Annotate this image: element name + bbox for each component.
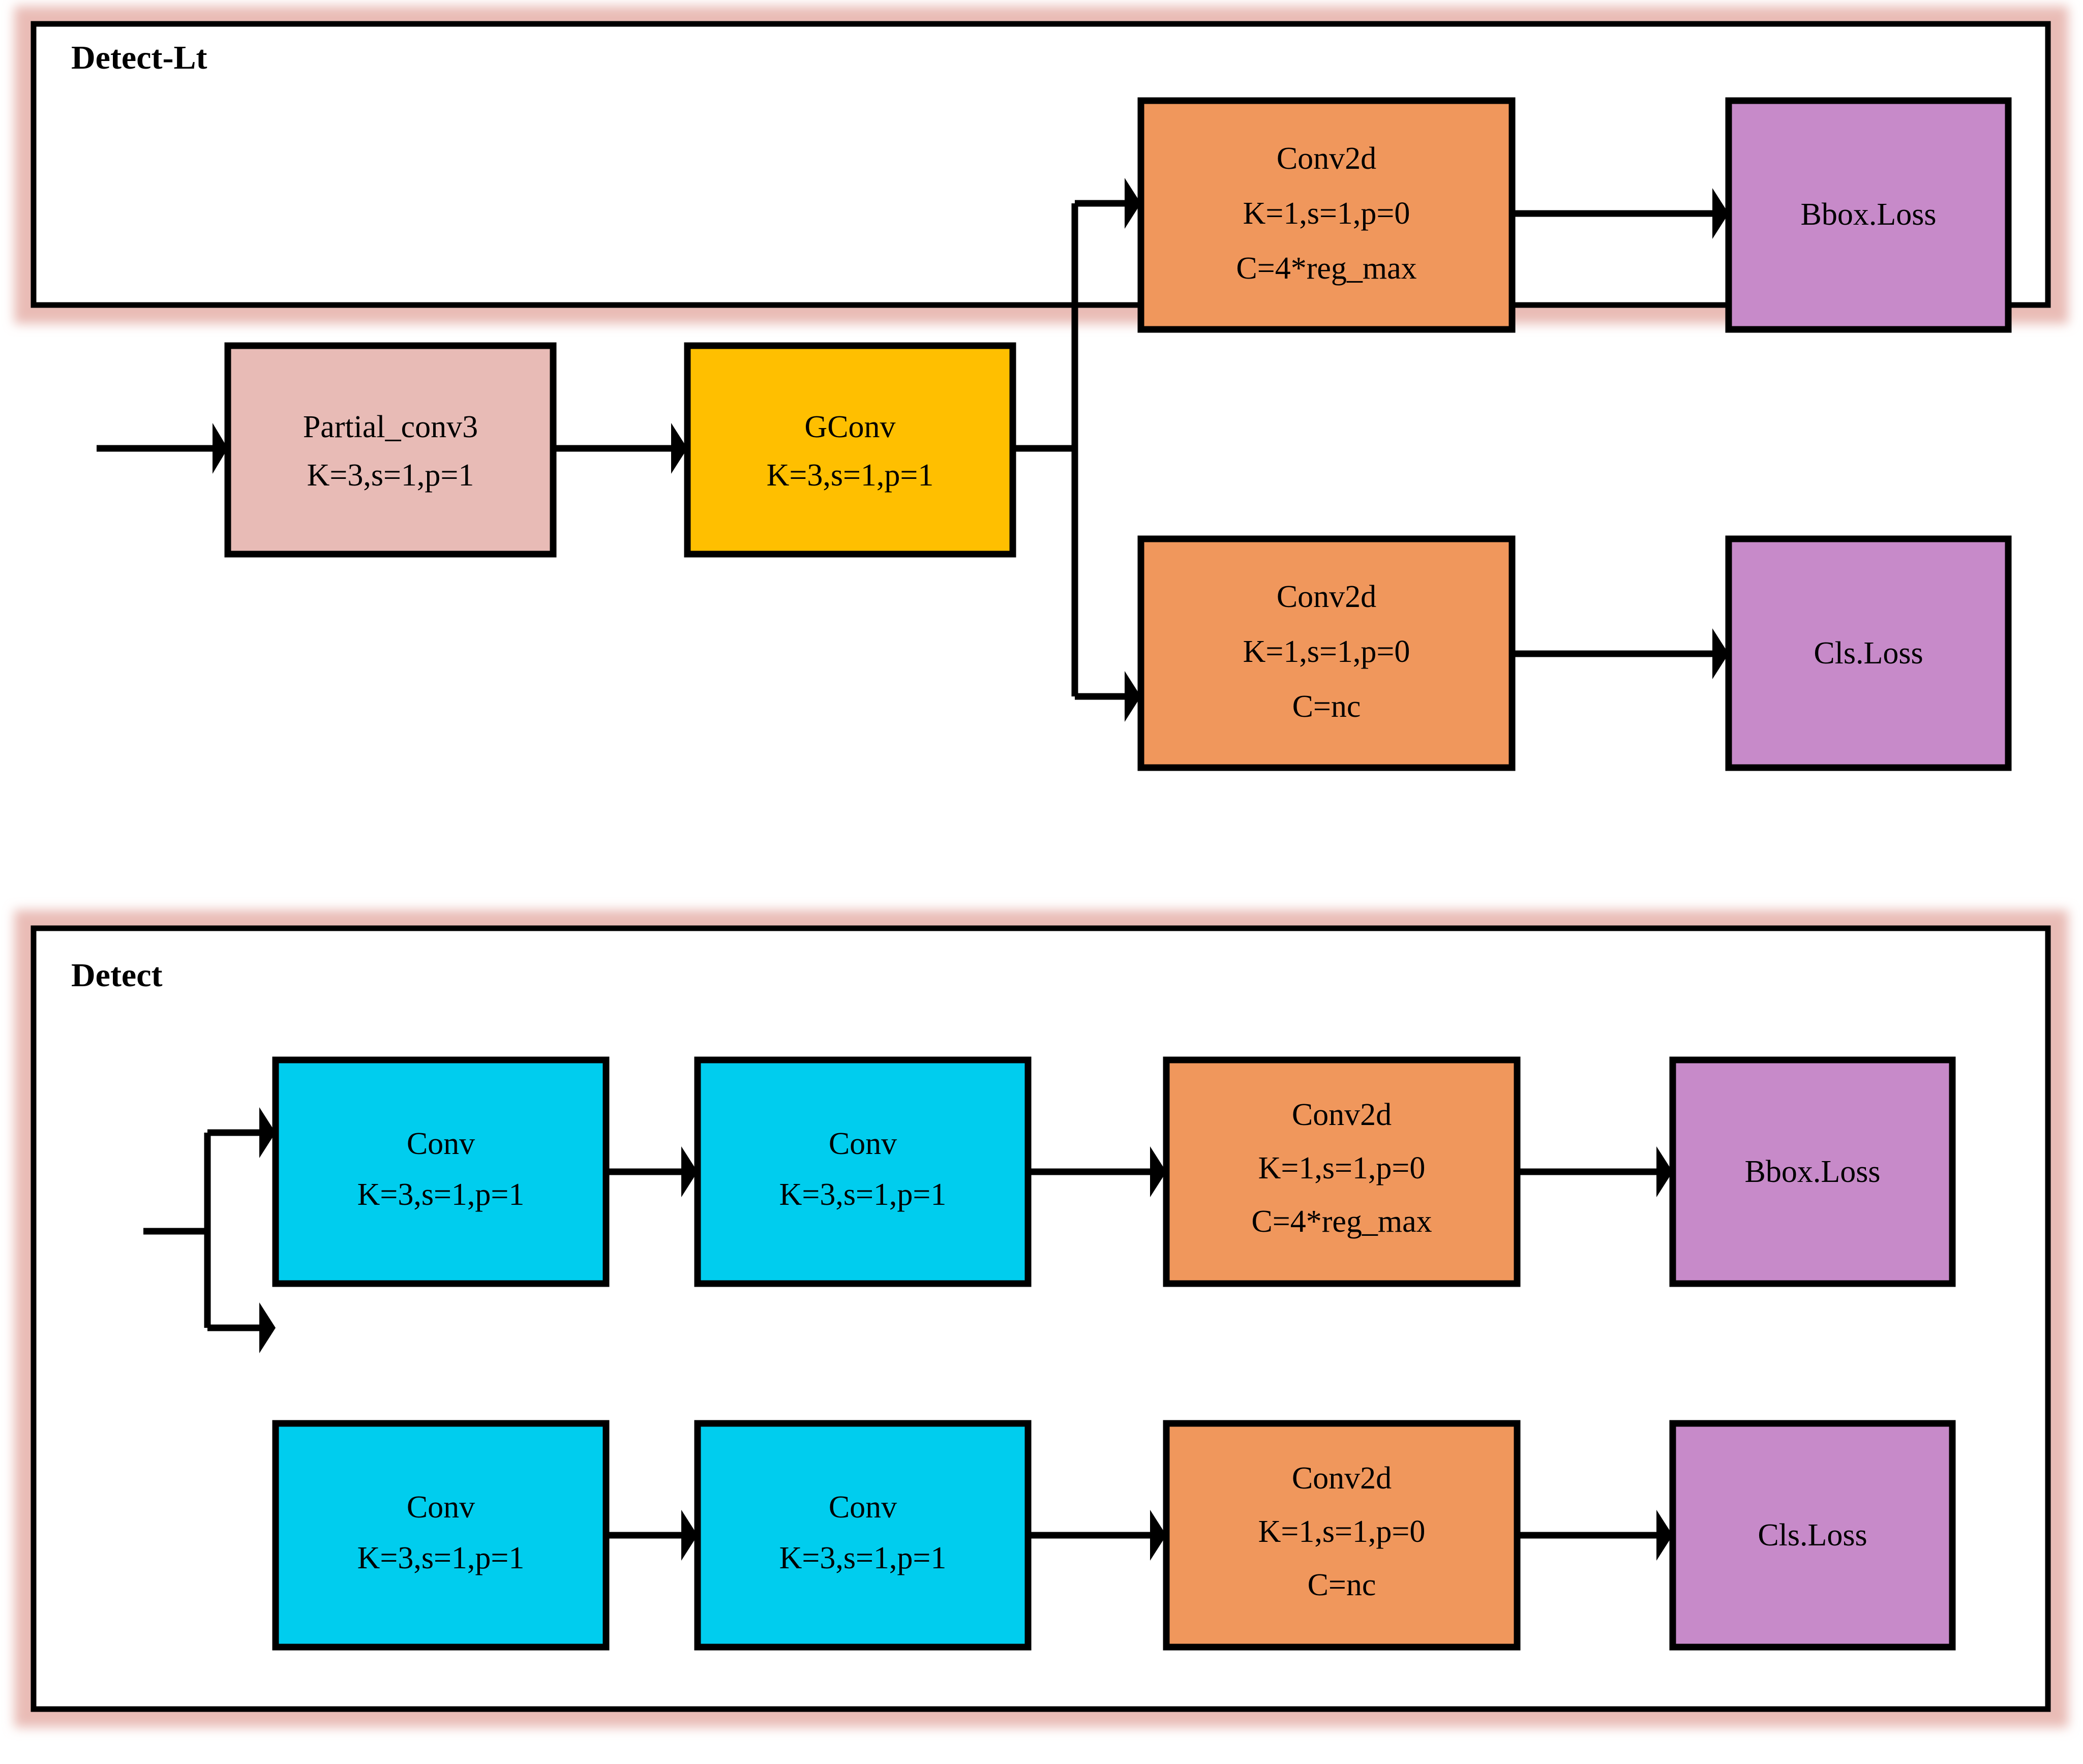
node-cls-loss-2[interactable]: Cls.Loss [1669, 1420, 1956, 1651]
node-label-partial-conv3-line2: K=3,s=1,p=1 [307, 458, 474, 493]
edge-detect-input-split [143, 1107, 276, 1353]
node-bbox-loss-2[interactable]: Bbox.Loss [1669, 1056, 1956, 1287]
node-label-gconv-line2: K=3,s=1,p=1 [767, 458, 934, 493]
edge-conv2d-cls-to-cls-loss [1512, 628, 1729, 679]
node-label-conv-bot-2-line2: K=3,s=1,p=1 [779, 1541, 947, 1575]
node-rect-bbox-loss[interactable] [1725, 97, 2012, 333]
node-rect-conv-bot-1[interactable] [272, 1420, 610, 1651]
panel-title-detect-lt: Detect-Lt [71, 39, 207, 76]
node-label-conv2d-cls-line2: K=1,s=1,p=0 [1243, 634, 1410, 669]
node-rect-bbox-loss-2[interactable] [1669, 1056, 1956, 1287]
edge-conv-top-1-to-conv-top-2 [606, 1146, 698, 1197]
node-label-conv2d-cls-line3: C=nc [1292, 689, 1361, 724]
node-label-gconv-line1: GConv [804, 410, 895, 444]
node-rect-conv-bot-2[interactable] [694, 1420, 1032, 1651]
node-label-conv2d-bbox-2-line2: K=1,s=1,p=0 [1258, 1151, 1426, 1185]
node-conv2d-bbox[interactable]: Conv2d K=1,s=1,p=0 C=4*reg_max [1137, 97, 1516, 333]
node-label-bbox-loss: Bbox.Loss [1801, 197, 1937, 232]
edge-gconv-branch-split [1013, 178, 1141, 722]
panel-outline-detect [31, 925, 2051, 1712]
node-label-conv2d-cls-2-line1: Conv2d [1292, 1461, 1392, 1496]
node-rect-conv-top-1[interactable] [272, 1056, 610, 1287]
node-rect-conv2d-bbox[interactable] [1137, 97, 1516, 333]
node-bbox-loss[interactable]: Bbox.Loss [1725, 97, 2012, 333]
node-label-conv2d-bbox-line3: C=4*reg_max [1236, 251, 1416, 286]
panel-background-detect-lt [34, 24, 2048, 305]
node-label-conv2d-bbox-line2: K=1,s=1,p=0 [1243, 196, 1410, 231]
node-conv2d-bbox-2[interactable]: Conv2d K=1,s=1,p=0 C=4*reg_max [1163, 1056, 1521, 1287]
node-rect-conv2d-cls-2[interactable] [1163, 1420, 1521, 1651]
edge-conv2d-cls-2-to-cls-loss-2 [1517, 1510, 1673, 1561]
node-conv-bot-1[interactable]: Conv K=3,s=1,p=1 [272, 1420, 610, 1651]
node-rect-cls-loss-2[interactable] [1669, 1420, 1956, 1651]
panel-title-detect: Detect [71, 957, 163, 994]
node-conv2d-cls-2[interactable]: Conv2d K=1,s=1,p=0 C=nc [1163, 1420, 1521, 1651]
node-rect-partial-conv3[interactable] [224, 342, 557, 558]
edge-conv-bot-2-to-conv2d-cls [1028, 1510, 1166, 1561]
node-cls-loss[interactable]: Cls.Loss [1725, 535, 2012, 771]
node-label-conv-top-1-line1: Conv [407, 1127, 475, 1161]
node-label-conv-bot-1-line2: K=3,s=1,p=1 [357, 1541, 525, 1575]
node-rect-conv-top-2[interactable] [694, 1056, 1032, 1287]
edge-input-to-partial-conv3 [97, 423, 228, 474]
node-label-bbox-loss-2: Bbox.Loss [1745, 1154, 1881, 1189]
node-label-conv-top-1-line2: K=3,s=1,p=1 [357, 1177, 525, 1212]
node-conv-top-1[interactable]: Conv K=3,s=1,p=1 [272, 1056, 610, 1287]
node-label-conv-bot-2-line1: Conv [829, 1490, 897, 1525]
node-label-cls-loss: Cls.Loss [1814, 636, 1923, 671]
node-label-conv2d-cls-line1: Conv2d [1277, 580, 1376, 614]
node-label-conv-top-2-line1: Conv [829, 1127, 897, 1161]
node-conv2d-cls[interactable]: Conv2d K=1,s=1,p=0 C=nc [1137, 535, 1516, 771]
node-label-partial-conv3-line1: Partial_conv3 [303, 410, 478, 444]
node-gconv[interactable]: GConv K=3,s=1,p=1 [684, 342, 1016, 558]
edge-conv-bot-1-to-conv-bot-2 [606, 1510, 698, 1561]
node-label-conv2d-bbox-line1: Conv2d [1277, 141, 1376, 176]
node-label-conv2d-bbox-2-line1: Conv2d [1292, 1098, 1392, 1132]
edge-conv2d-bbox-2-to-bbox-loss-2 [1517, 1146, 1673, 1197]
edge-partial-conv3-to-gconv [553, 423, 687, 474]
node-rect-conv2d-bbox-2[interactable] [1163, 1056, 1521, 1287]
edge-conv-top-2-to-conv2d-bbox [1028, 1146, 1166, 1197]
node-label-conv2d-cls-2-line2: K=1,s=1,p=0 [1258, 1514, 1426, 1549]
node-partial-conv3[interactable]: Partial_conv3 K=3,s=1,p=1 [224, 342, 557, 558]
node-rect-cls-loss[interactable] [1725, 535, 2012, 771]
node-label-conv-top-2-line2: K=3,s=1,p=1 [779, 1177, 947, 1212]
edge-conv2d-bbox-to-bbox-loss [1512, 188, 1729, 239]
node-rect-gconv[interactable] [684, 342, 1016, 558]
node-label-conv2d-bbox-2-line3: C=4*reg_max [1251, 1204, 1432, 1239]
node-label-conv2d-cls-2-line3: C=nc [1308, 1568, 1376, 1602]
node-label-conv-bot-1-line1: Conv [407, 1490, 475, 1525]
node-rect-conv2d-cls[interactable] [1137, 535, 1516, 771]
panel-outline-detect-lt [31, 21, 2051, 308]
node-conv-bot-2[interactable]: Conv K=3,s=1,p=1 [694, 1420, 1032, 1651]
node-label-cls-loss-2: Cls.Loss [1758, 1518, 1867, 1553]
node-conv-top-2[interactable]: Conv K=3,s=1,p=1 [694, 1056, 1032, 1287]
